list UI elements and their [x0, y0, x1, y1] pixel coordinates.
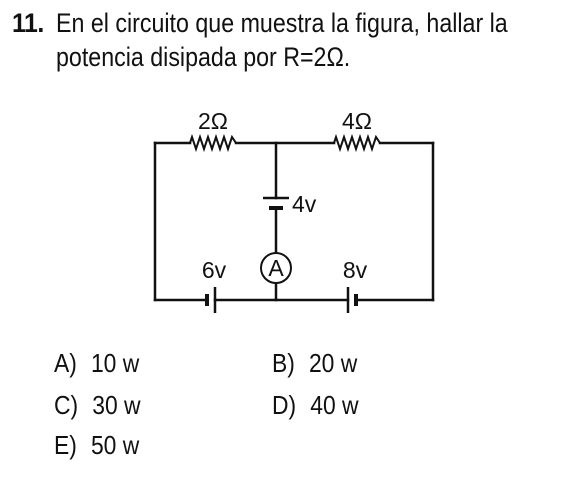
option-b-letter: B) — [272, 348, 295, 378]
option-a[interactable]: A) 10 w — [54, 348, 139, 379]
battery-left-label: 6v — [202, 257, 227, 283]
option-c-value: 30 w — [92, 390, 141, 420]
resistor-left-label: 2Ω — [198, 108, 228, 134]
option-c[interactable]: C) 30 w — [54, 390, 141, 421]
option-e-letter: E) — [54, 430, 77, 460]
option-d-value: 40 w — [310, 390, 359, 420]
resistor-right-label: 4Ω — [342, 108, 372, 134]
resistor-left-symbol — [189, 133, 237, 153]
option-a-letter: A) — [54, 348, 77, 378]
option-a-value: 10 w — [90, 348, 140, 378]
option-e-value: 50 w — [90, 430, 140, 460]
option-b[interactable]: B) 20 w — [272, 348, 357, 379]
ammeter-circle — [260, 252, 292, 284]
ammeter-label: A — [268, 255, 284, 281]
question-text-line-2: potencia disipada por R=2Ω. — [56, 42, 351, 72]
option-d[interactable]: D) 40 w — [272, 390, 359, 421]
question-number: 11. — [12, 8, 44, 38]
question-text-line-1: En el circuito que muestra la figura, ha… — [56, 8, 508, 38]
option-b-value: 20 w — [308, 348, 358, 378]
option-e[interactable]: E) 50 w — [54, 430, 139, 461]
option-d-letter: D) — [272, 390, 297, 420]
option-c-letter: C) — [54, 390, 79, 420]
battery-center-label: 4v — [292, 191, 317, 217]
resistor-right-symbol — [333, 133, 381, 153]
battery-right-label: 8v — [343, 257, 368, 283]
